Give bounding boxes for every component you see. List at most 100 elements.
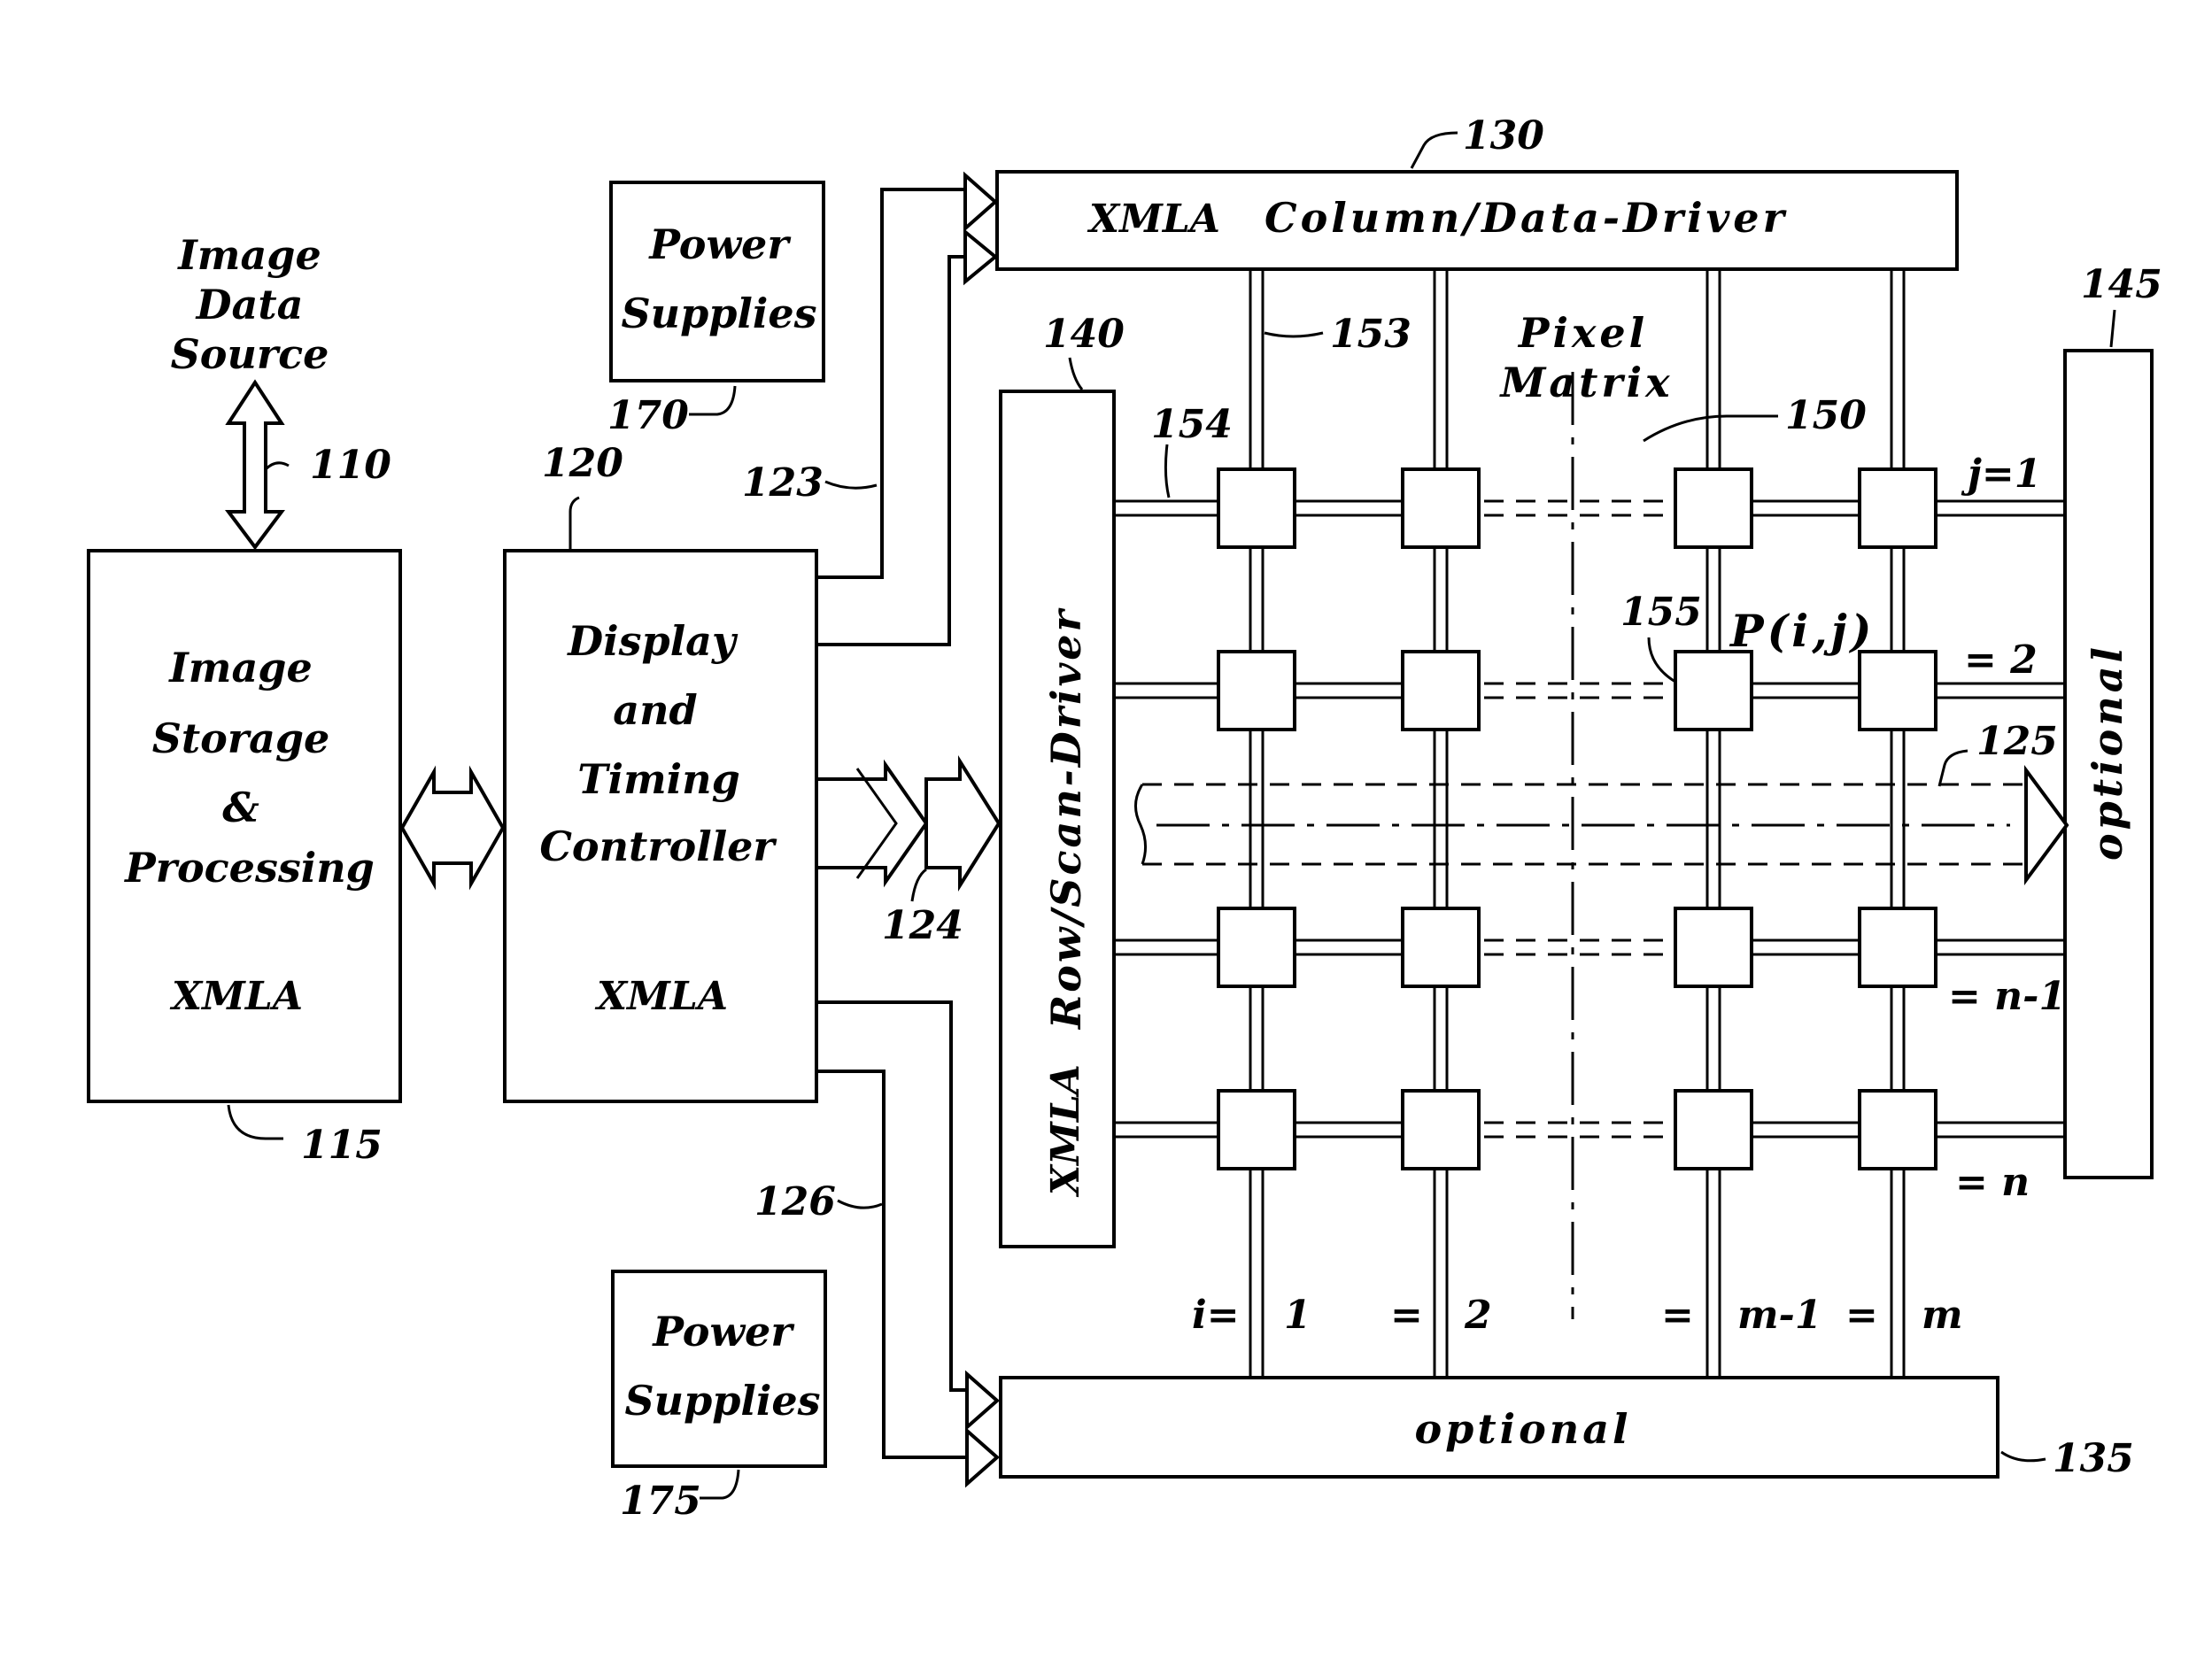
pixel-matrix-label-line2: Matrix <box>1498 359 1673 406</box>
pixel-cell <box>1403 469 1479 547</box>
column-label-eq4: = <box>1845 1293 1878 1338</box>
image-storage-line4: Processing <box>123 844 375 892</box>
pixel-cell <box>1403 1091 1479 1169</box>
column-line-2 <box>1435 269 1447 1378</box>
power-supplies-top-line1: Power <box>647 220 792 268</box>
pixel-cell <box>1218 1091 1295 1169</box>
ref-123: 123 <box>742 460 824 506</box>
timing-controller-line2: and <box>613 686 697 734</box>
pixel-cell <box>1860 469 1936 547</box>
pixel-label-p-i-j: P(i,j) <box>1729 605 1875 657</box>
row-label-jn: = n <box>1955 1160 2030 1205</box>
bus-124-arrow-second <box>926 761 999 885</box>
column-label-2: 2 <box>1464 1293 1492 1338</box>
column-line-m-1 <box>1707 269 1720 1378</box>
column-driver-title: Column/Data-Driver <box>1265 194 1788 242</box>
ref-120-leader <box>570 498 579 549</box>
ref-135-leader <box>2001 1452 2046 1461</box>
timing-controller-xmla: XMLA <box>594 974 728 1019</box>
optional-bottom-label: optional <box>1415 1405 1632 1453</box>
row-driver-xmla: XMLA <box>1043 1064 1088 1198</box>
pixel-cell <box>1860 1091 1936 1169</box>
power-supplies-top-line2: Supplies <box>621 290 816 337</box>
column-label-eq3: = <box>1661 1293 1694 1338</box>
image-storage-xmla: XMLA <box>169 974 303 1019</box>
pixel-matrix-label-line1: Pixel <box>1517 309 1648 357</box>
signal-126-outer <box>816 1071 967 1457</box>
storage-controller-bidirectional-arrow <box>402 772 503 884</box>
ref-155: 155 <box>1620 590 1702 635</box>
column-line-1 <box>1250 269 1263 1378</box>
column-label-prefix: i= <box>1192 1293 1240 1338</box>
ref-145-leader <box>2111 310 2115 347</box>
column-line-m <box>1891 269 1904 1378</box>
bus-124-arrow <box>816 765 926 882</box>
ref-130-leader <box>1412 133 1458 168</box>
ref-150-leader <box>1644 416 1778 441</box>
signal-123-inner <box>816 257 965 645</box>
column-label-1: 1 <box>1284 1293 1311 1338</box>
optional-right-label: optional <box>2084 644 2131 861</box>
image-storage-line1: Image <box>167 644 312 691</box>
ref-135: 135 <box>2053 1436 2134 1481</box>
ref-175: 175 <box>620 1479 701 1524</box>
ref-120: 120 <box>542 441 623 486</box>
pixel-cell <box>1860 908 1936 986</box>
row-break-arrow-125: 125 <box>1135 719 2067 880</box>
ref-130: 130 <box>1463 113 1544 158</box>
pixel-cell <box>1403 652 1479 730</box>
pixel-cell <box>1675 908 1752 986</box>
ref-124: 124 <box>882 903 963 948</box>
ref-175-leader <box>700 1470 739 1498</box>
ref-153-leader <box>1265 333 1323 336</box>
pixel-cell <box>1218 908 1295 986</box>
ref-125-leader <box>1939 751 1968 786</box>
image-data-source-line2: Data <box>195 281 304 328</box>
pixel-cell <box>1218 469 1295 547</box>
signal-126-arrowhead-lower <box>967 1431 997 1484</box>
ref-145: 145 <box>2081 262 2162 307</box>
timing-controller-line4: Controller <box>539 823 777 870</box>
pixel-cell <box>1218 652 1295 730</box>
ref-124-leader <box>912 869 926 901</box>
ref-155-leader <box>1649 637 1675 682</box>
image-storage-line3: & <box>222 784 259 831</box>
row-driver-title: Row/Scan-Driver <box>1042 607 1090 1031</box>
ref-140: 140 <box>1043 312 1125 357</box>
image-storage-line2: Storage <box>152 714 330 762</box>
pixel-cell <box>1860 652 1936 730</box>
pixel-matrix: 125 Pixel Matrix 150 153 154 155 P(i,j) … <box>1114 269 2067 1378</box>
column-driver-xmla: XMLA <box>1087 197 1220 242</box>
signal-123-arrowhead-lower <box>965 232 995 282</box>
ref-110: 110 <box>310 443 391 488</box>
ref-126-leader <box>838 1201 882 1208</box>
ref-170: 170 <box>607 393 689 438</box>
column-label-m-1: m-1 <box>1737 1293 1821 1338</box>
row-lines <box>1114 501 2065 1137</box>
power-supplies-bottom-box <box>613 1271 825 1466</box>
ref-115-leader <box>228 1105 283 1139</box>
ref-153: 153 <box>1330 312 1412 357</box>
ref-154: 154 <box>1151 402 1233 447</box>
ref-115: 115 <box>301 1123 383 1168</box>
row-label-j1: j=1 <box>1961 452 2041 497</box>
row-label-j2: = 2 <box>1964 637 2038 683</box>
timing-controller-line3: Timing <box>577 755 739 803</box>
ref-126: 126 <box>754 1179 836 1224</box>
ref-150: 150 <box>1785 393 1867 438</box>
image-data-source-line1: Image <box>176 231 321 279</box>
ref-154-leader <box>1165 444 1169 498</box>
power-supplies-bottom-line1: Power <box>651 1308 795 1355</box>
signal-123-arrowhead-upper <box>965 175 995 228</box>
column-label-m: m <box>1922 1293 1963 1338</box>
pixel-cell <box>1675 469 1752 547</box>
pixel-cells <box>1218 469 1936 1169</box>
pixel-cell <box>1403 908 1479 986</box>
ref-123-leader <box>825 482 877 488</box>
ref-170-leader <box>689 386 735 414</box>
image-data-source-line3: Source <box>171 330 329 378</box>
power-supplies-bottom-line2: Supplies <box>624 1377 820 1425</box>
column-label-eq2: = <box>1390 1293 1423 1338</box>
power-supplies-top-box <box>611 182 824 381</box>
